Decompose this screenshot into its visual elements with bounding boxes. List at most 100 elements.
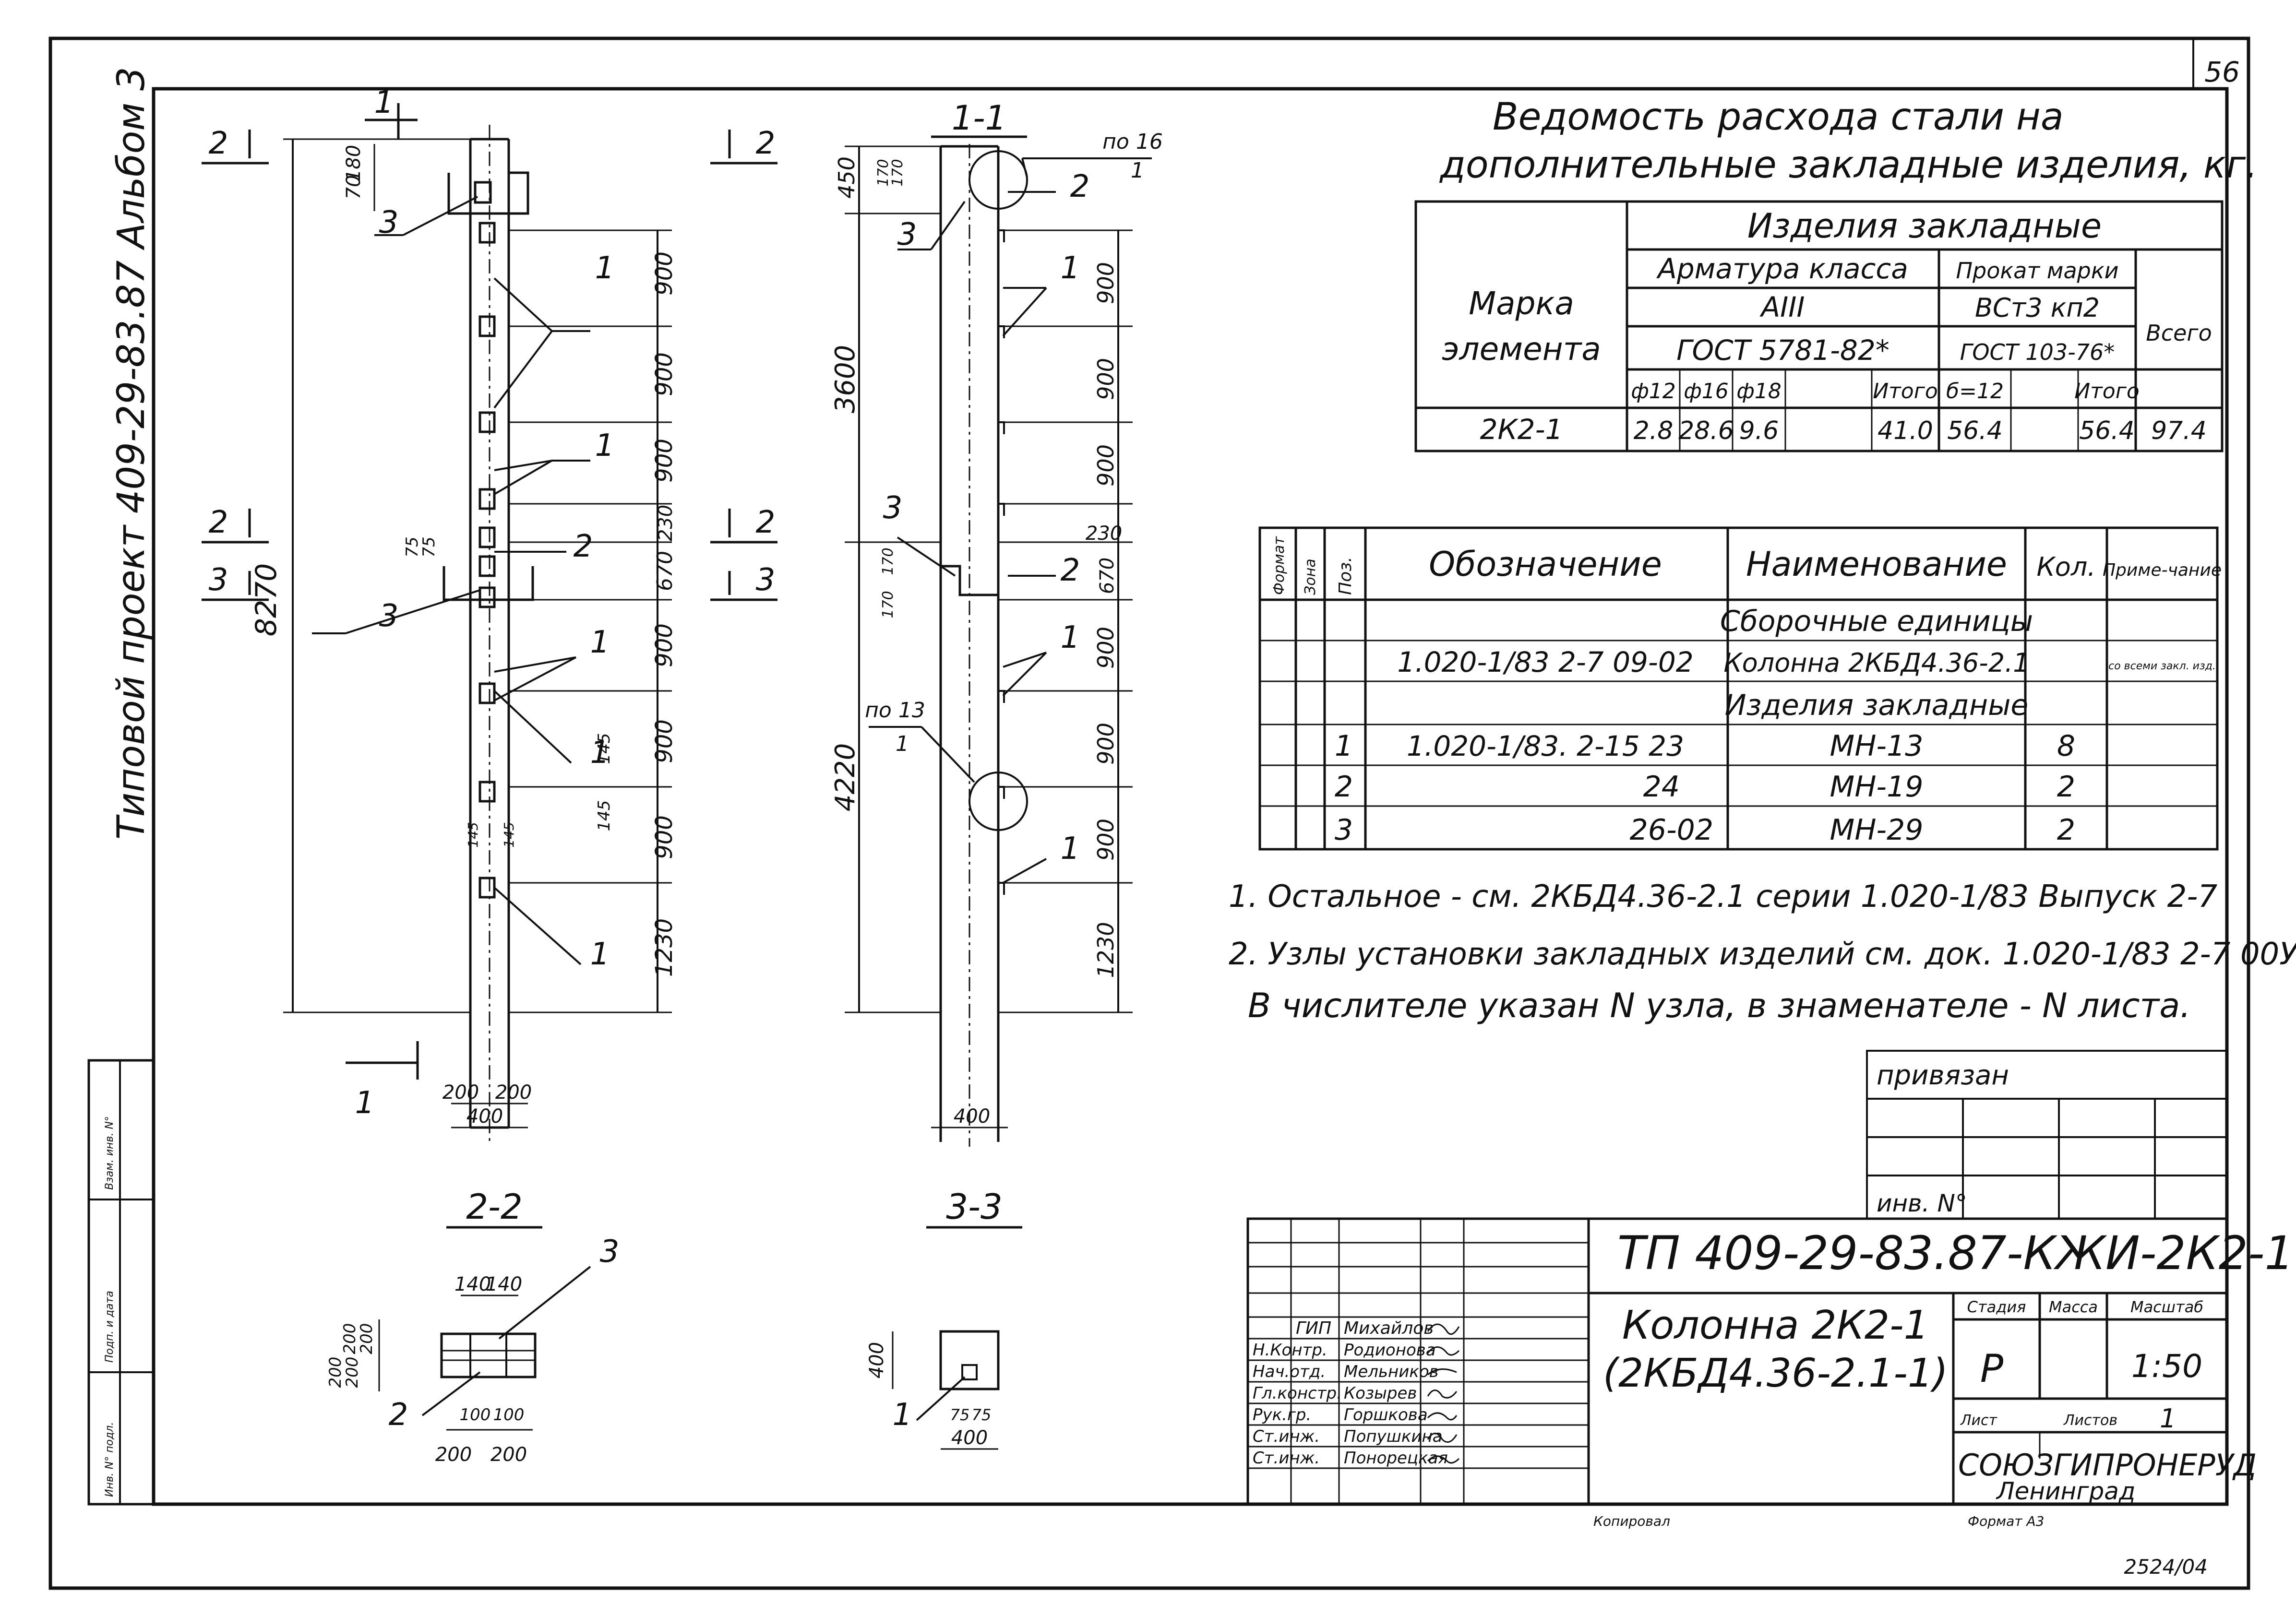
steel-total-label: Всего: [2146, 320, 2212, 346]
s11-dim-1: 900: [1093, 262, 1119, 304]
title-name-1: Колонна 2К2-1: [1622, 1303, 1929, 1348]
section-mark-3a: 3: [209, 562, 228, 598]
s33-dim-width: 400: [951, 1427, 988, 1449]
spec-r4-pos: 1: [1335, 729, 1353, 763]
leader-1a: 1: [595, 250, 615, 286]
spec-r4-designation: 1.020-1/83. 2-15 23: [1407, 730, 1684, 762]
role-6: Ст.инж.: [1253, 1449, 1320, 1468]
role-name-4: Горшкова: [1344, 1405, 1428, 1425]
spec-r6-qty: 2: [2057, 813, 2075, 847]
steel-title-2: дополнительные закладные изделия, кг.: [1439, 143, 2258, 187]
s11-left-dim-1: 450: [834, 156, 860, 199]
sheet-number: 56: [2204, 56, 2240, 88]
steel-row-v6: 56.4: [1947, 416, 2003, 445]
leader-1b: 1: [595, 428, 615, 463]
section-mark-1b: 1: [355, 1085, 375, 1121]
steel-col-5: Итого: [1873, 379, 1938, 404]
s22-left-dim-2: 200: [357, 1323, 376, 1354]
steel-rebar-class: АIII: [1759, 291, 1805, 323]
spec-r2-note: со всеми закл. изд.: [2108, 660, 2216, 672]
spec-h-format: Формат: [1271, 536, 1288, 595]
main-dim-6: 900: [651, 623, 678, 667]
role-1: Н.Контр.: [1253, 1341, 1327, 1360]
main-dim-3: 900: [651, 439, 678, 483]
steel-rebar-gost: ГОСТ 5781-82*: [1676, 334, 1889, 367]
left-stamp: Инв. N° подл. Подп. и дата Взам. инв. N°: [87, 1059, 155, 1506]
main-top-dim-1: 180: [343, 145, 365, 181]
leader-3b: 3: [379, 598, 399, 634]
s11-leader-3b: 3: [883, 490, 903, 526]
spec-r2-designation: 1.020-1/83 2-7 09-02: [1397, 646, 1693, 678]
steel-row-v2: 28.6: [1678, 416, 1734, 445]
main-elevation: 8270 180 70 900 900 900 230 670 900 900 …: [202, 85, 777, 1142]
leader-1e: 1: [590, 937, 610, 972]
steel-col-3: ф18: [1736, 379, 1782, 404]
approval-label: привязан: [1877, 1060, 2009, 1091]
spec-h-zone: Зона: [1302, 558, 1319, 595]
s33-leader-1: 1: [893, 1397, 912, 1433]
steel-col-element: элемента: [1442, 331, 1601, 368]
stamp-sign: Подп. и дата: [104, 1291, 116, 1363]
main-dim-4: 230: [655, 505, 677, 541]
steel-row-v1: 2.8: [1634, 416, 1674, 445]
s22-top-dim-1: 140: [454, 1273, 491, 1295]
leader-3a: 3: [379, 205, 399, 240]
role-0: ГИП: [1296, 1318, 1331, 1338]
role-5: Ст.инж.: [1253, 1427, 1320, 1446]
s11-dim-7: 900: [1093, 723, 1119, 765]
s11-dim-5: 670: [1096, 558, 1118, 594]
spec-r5-qty: 2: [2057, 770, 2075, 804]
note-3: В числителе указан N узла, в знаменателе…: [1248, 986, 2190, 1025]
s22-left-dim-4: 200: [343, 1357, 362, 1388]
s11-leader-2b: 2: [1061, 553, 1080, 588]
s22-left-dim-1: 200: [340, 1323, 359, 1354]
steel-col-2: ф16: [1684, 379, 1729, 404]
s11-leader-2a: 2: [1070, 169, 1090, 204]
section-2-2-title: 2-2: [466, 1187, 523, 1227]
s11-callout-top-den: 1: [1131, 158, 1144, 183]
signatures: [1427, 1323, 1460, 1464]
s11-leader-1c: 1: [1061, 831, 1080, 867]
outer-frame: [48, 36, 2250, 1590]
spec-h-designation: Обозначение: [1429, 545, 1662, 584]
side-title: Типовой проект 409-29-83.87 Альбом 3: [110, 67, 153, 840]
spec-r5-pos: 2: [1335, 770, 1353, 804]
s11-leader-1a: 1: [1061, 250, 1080, 286]
spec-r3-name: Изделия закладные: [1725, 689, 2029, 722]
role-name-2: Мельников: [1344, 1362, 1439, 1381]
steel-rolled-grade: ВСт3 кп2: [1975, 293, 2100, 323]
s11-callout-mid-den: 1: [896, 732, 909, 756]
steel-row-mark: 2К2-1: [1480, 413, 1563, 446]
main-bottom-dim-1: 200: [442, 1081, 479, 1104]
inner-frame: [152, 87, 2229, 1506]
steel-statement: Ведомость расхода стали на дополнительны…: [1414, 95, 2258, 452]
s11-left-dim-7: 4220: [830, 743, 861, 812]
spec-h-name: Наименование: [1746, 545, 2007, 584]
section-3-3: 3-3 400 75 75 400 1: [866, 1187, 1022, 1450]
s22-top-dim-2: 140: [486, 1273, 522, 1295]
sheet-label: Лист: [1960, 1412, 1998, 1429]
s11-dim-9: 1230: [1093, 922, 1119, 978]
note-1: 1. Остальное - см. 2КБД4.36-2.1 серии 1.…: [1229, 879, 2217, 914]
spec-h-note: Приме-чание: [2103, 560, 2222, 580]
steel-row-v3: 9.6: [1739, 416, 1779, 445]
notes: 1. Остальное - см. 2КБД4.36-2.1 серии 1.…: [1229, 879, 2296, 1025]
section-mark-2a: 2: [209, 126, 228, 161]
main-bottom-dim-2: 200: [495, 1081, 532, 1104]
main-dim-8: 900: [651, 815, 678, 859]
main-low-dim-3: 145: [465, 822, 481, 847]
role-name-5: Попушкина: [1344, 1427, 1443, 1446]
s33-dim-75b: 75: [972, 1406, 992, 1424]
copied-label: Копировал: [1593, 1513, 1670, 1529]
section-2-2: 2-2 140 140 200 200 200 200 100 100 200 …: [326, 1187, 619, 1466]
s11-callout-mid-num: по 13: [865, 698, 925, 723]
s22-leader-3: 3: [600, 1234, 620, 1270]
s11-dim-8: 900: [1093, 819, 1119, 861]
s22-bot-dim-3: 200: [435, 1444, 472, 1466]
main-dim-1: 900: [651, 251, 678, 296]
stage-value: Р: [1980, 1346, 2004, 1391]
spec-r4-qty: 8: [2057, 729, 2075, 763]
steel-rolled-title: Прокат марки: [1956, 258, 2118, 284]
steel-col-6: б=12: [1946, 379, 2004, 404]
